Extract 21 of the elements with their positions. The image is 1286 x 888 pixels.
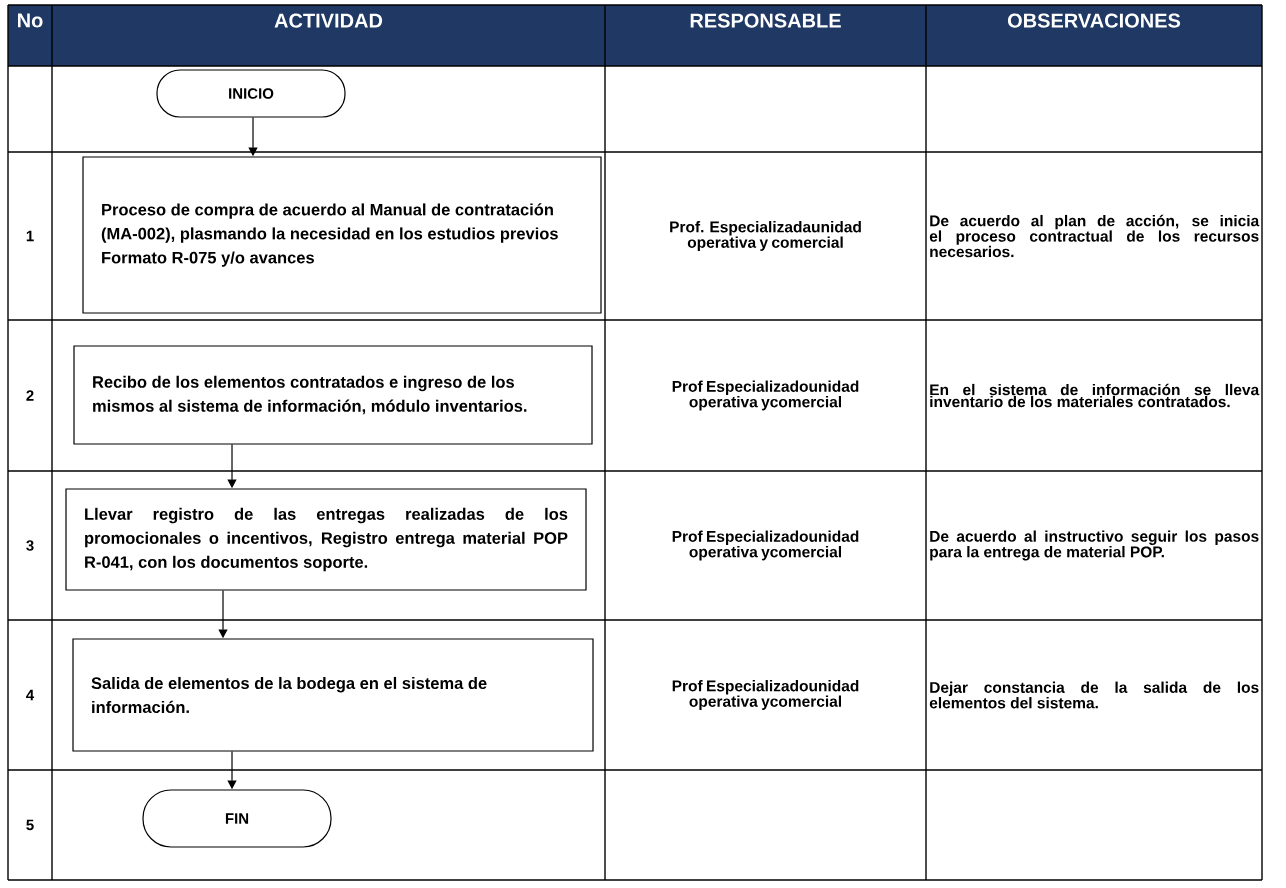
cell-text: En el sistema de información se lleva inventario de los materiales contratados. <box>930 383 1260 408</box>
column-header: No <box>18 13 43 28</box>
cell-text: Prof Especializadounidad operativa ycomercial <box>672 680 859 710</box>
cell-text: Prof Especializadounidad operativa ycomercial <box>672 530 859 561</box>
process-box: Llevar registro de las entregas realizadas de los promocionales o incentivos, Registro entrega material POP R-041, con los documentos soporte. <box>65 488 587 591</box>
row-number: 4 <box>26 689 35 701</box>
process-box: Recibo de los elementos contratados e ingreso de los mismos al sistema de información, módulo inventarios. <box>73 345 593 445</box>
column-header: ACTIVIDAD <box>274 13 383 28</box>
process-box: Proceso de compra de acuerdo al Manual de contratación (MA-002), plasmando la necesidad en los estudios previos Formato R-075 y/o avances <box>82 156 602 314</box>
cell-text: Prof Especializadounidad operativa ycomercial <box>672 380 859 411</box>
cell-text: De acuerdo al plan de acción, se inicia el proceso contractual de los recursos necesarios. <box>929 214 1260 258</box>
cell-text: De acuerdo al instructivo seguir los pasos para la entrega de material POP. <box>930 530 1259 561</box>
row-number: 5 <box>26 819 34 831</box>
row-number: 2 <box>26 390 34 401</box>
cell-text: Dejar constancia de la salida de los elementos del sistema. <box>929 681 1259 709</box>
column-header: RESPONSABLE <box>690 13 841 28</box>
cell-text: Prof. Especializadaunidad operativa y comercial <box>670 221 861 251</box>
row-number: 3 <box>26 540 34 551</box>
row-number: 1 <box>26 230 34 242</box>
column-header: OBSERVACIONES <box>1007 13 1181 28</box>
process-box: Salida de elementos de la bodega en el sistema de información. <box>72 638 594 752</box>
